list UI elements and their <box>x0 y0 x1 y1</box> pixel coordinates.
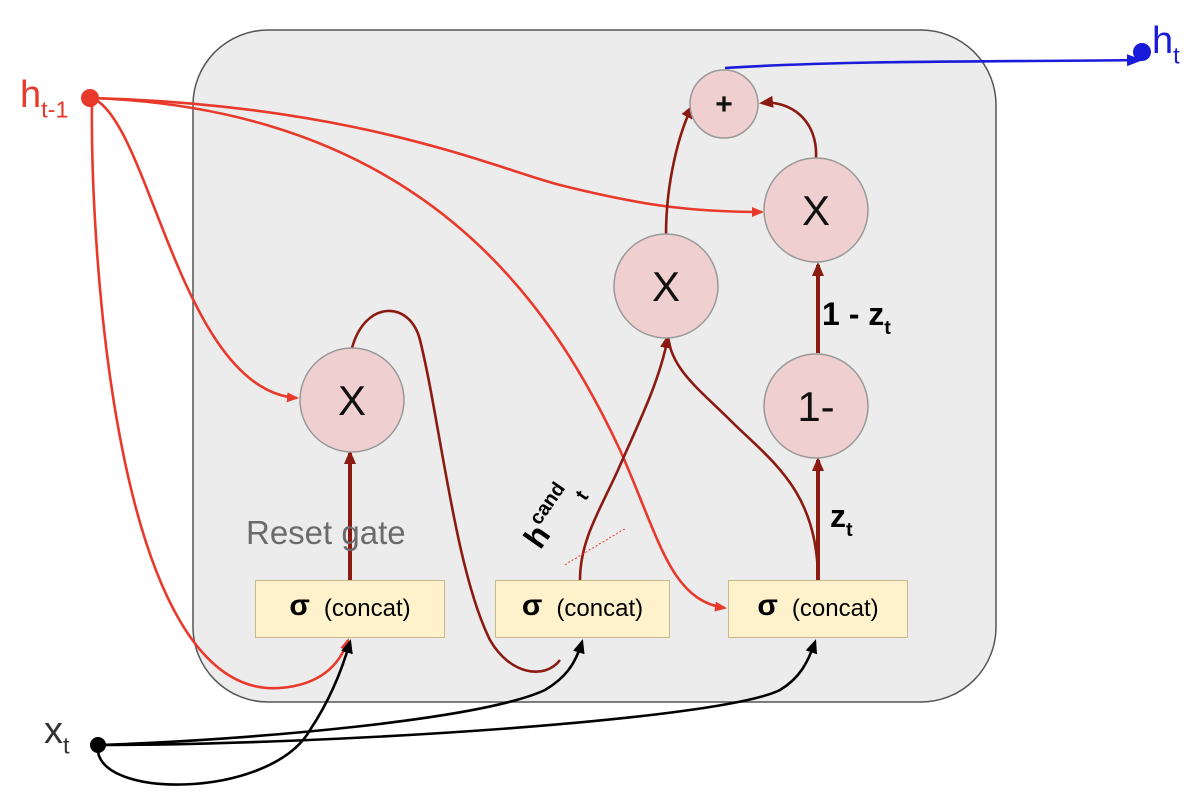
one-minus-z-label: 1 - zt <box>822 298 891 339</box>
h-prev-to-reset-gate <box>90 97 350 690</box>
add-label: + <box>715 88 733 121</box>
h-prev-base: h <box>20 74 42 116</box>
one-minus-circle <box>763 353 869 459</box>
reset-gate-box: σ (concat) <box>255 580 445 638</box>
h-out-base: h <box>1152 20 1174 62</box>
reset-gate-text: (concat) <box>323 595 411 622</box>
x-node <box>90 737 106 753</box>
cand-mult-to-add <box>664 104 694 236</box>
x-connections <box>96 639 818 786</box>
h-prev-to-update-gate <box>91 96 727 612</box>
keep-mult-label: X <box>801 187 830 234</box>
x-sub: t <box>63 732 70 759</box>
keep-mult-circle <box>763 157 869 263</box>
candidate-gate-sigma: σ <box>521 589 543 622</box>
x-to-cand-gate <box>97 639 585 747</box>
update-gate-sigma: σ <box>757 589 778 622</box>
h-prev-to-reset-mult <box>91 96 299 403</box>
h-prev-to-keep-mult <box>91 96 764 217</box>
reset-gate-label: Reset gate <box>246 514 406 551</box>
cand-mult-label: X <box>651 263 680 310</box>
z-sub: t <box>846 518 853 541</box>
candidate-gate-box: σ (concat) <box>495 580 670 638</box>
x-label: xt <box>44 712 70 758</box>
h-out-sub: t <box>1173 42 1180 69</box>
update-gate-box: σ (concat) <box>728 580 908 638</box>
z-base: z <box>830 498 846 534</box>
h-prev-node <box>81 89 99 107</box>
one-minus-label: 1- <box>797 383 835 430</box>
update-gate-text: (concat) <box>791 595 879 622</box>
candidate-gate-text: (concat) <box>556 595 644 622</box>
add-circle <box>689 69 759 139</box>
operation-nodes <box>299 69 869 459</box>
update-to-cand-mult <box>666 336 820 581</box>
z-label: zt <box>830 500 853 541</box>
h-prev-connections <box>90 96 764 690</box>
reset-mult-circle <box>299 347 405 453</box>
x-to-update-gate <box>97 639 818 747</box>
one-minus-z-sub: t <box>884 316 891 339</box>
h-out-label: ht <box>1152 22 1180 68</box>
one-minus-z-base: 1 - z <box>822 296 885 332</box>
h-out-node <box>1133 43 1151 61</box>
h-prev-sub: t-1 <box>41 96 69 123</box>
x-base: x <box>44 710 63 752</box>
cand-to-cand-mult <box>578 334 672 581</box>
cand-mult-circle <box>613 233 719 339</box>
h-prev-label: ht-1 <box>20 76 69 122</box>
output-line <box>724 54 1143 70</box>
reset-mult-to-cand-gate <box>350 309 562 673</box>
reset-gate-sigma: σ <box>289 589 310 622</box>
gate-connections <box>344 95 824 673</box>
reset-mult-label: X <box>337 377 366 424</box>
x-to-reset-gate <box>96 639 353 786</box>
keep-mult-to-add <box>759 95 818 159</box>
